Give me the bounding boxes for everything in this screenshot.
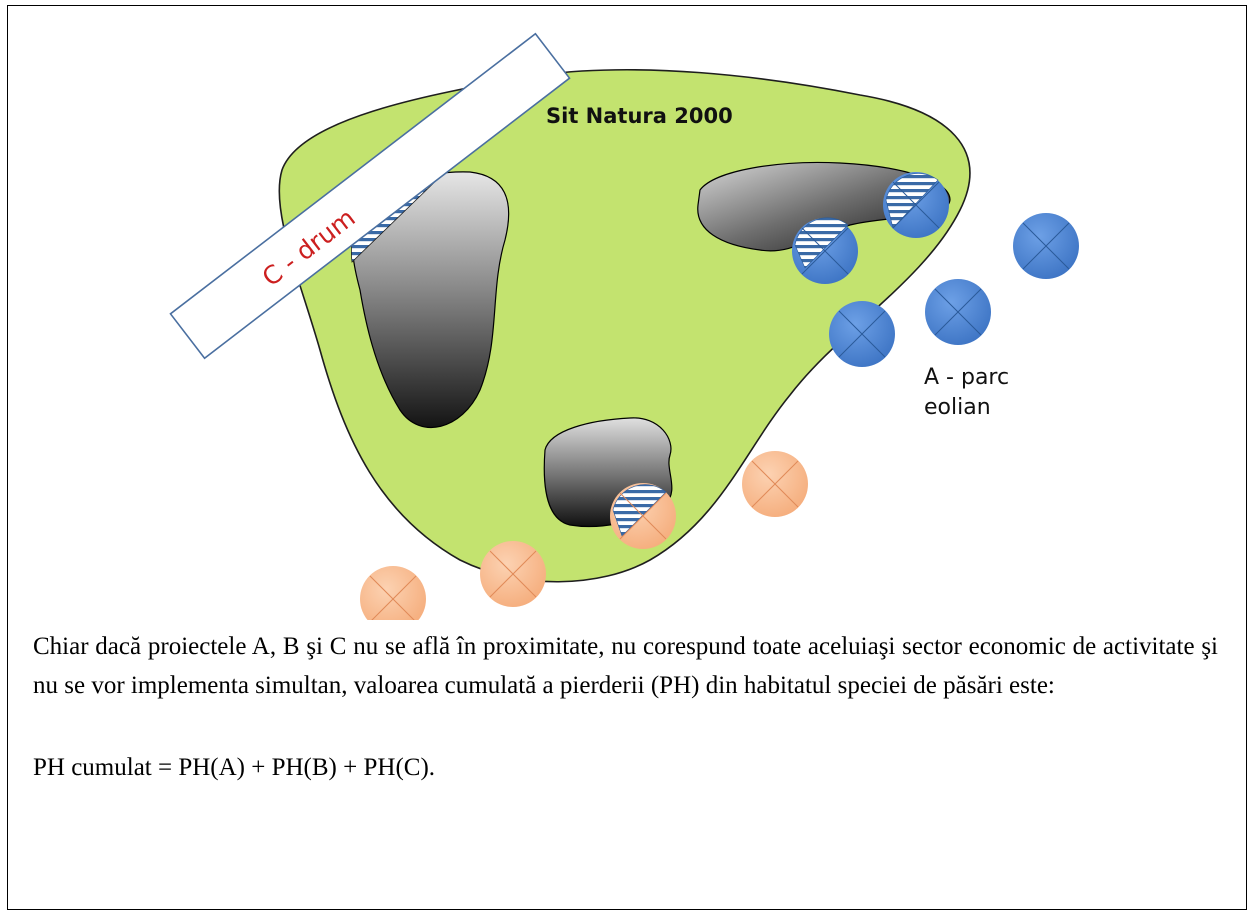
turbine-b-1 xyxy=(610,483,676,549)
turbine-b-4 xyxy=(360,566,426,620)
turbine-b-2 xyxy=(742,451,808,517)
turbine-a-3 xyxy=(1013,213,1079,279)
habitat-zone-left xyxy=(351,171,510,428)
turbine-b-3 xyxy=(480,541,546,607)
cumulative-impact-diagram: C - drum xyxy=(169,32,1079,620)
park-b-turbines xyxy=(360,451,808,620)
site-label: Sit Natura 2000 xyxy=(546,104,733,128)
explanation-paragraph: Chiar dacă proiectele A, B şi C nu se af… xyxy=(33,633,1218,699)
cumulative-formula: PH cumulat = PH(A) + PH(B) + PH(C). xyxy=(33,754,436,781)
park-a-label-line1: A - parc xyxy=(924,365,1009,390)
park-b-label: B - parc eolian xyxy=(530,612,713,620)
turbine-a-4 xyxy=(925,279,991,345)
park-a-turbines xyxy=(792,172,1079,367)
turbine-a-1 xyxy=(792,217,858,284)
park-a-label-line2: eolian xyxy=(924,395,991,420)
turbine-a-5 xyxy=(829,301,895,367)
turbine-a-2 xyxy=(883,172,949,238)
